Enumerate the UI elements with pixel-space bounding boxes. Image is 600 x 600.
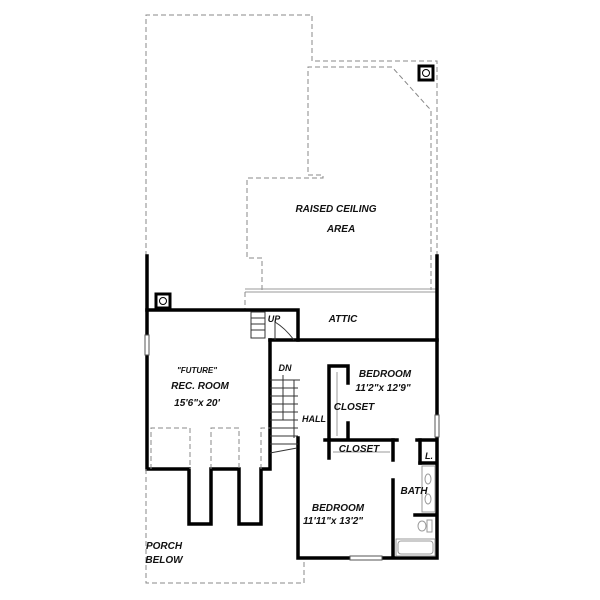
linen-label: L. [425,451,433,461]
rec-room-size: 15'6"x 20' [174,398,220,409]
rec-room-label: REC. ROOM [171,381,229,392]
bedroom2-size: 11'11"x 13'2" [303,516,363,527]
closet2-label: CLOSET [339,444,380,455]
window [144,334,440,561]
bedroom1-label: BEDROOM [359,369,412,380]
closet1-label: CLOSET [334,402,375,413]
roof-outline [145,14,438,290]
porch-outline [145,427,305,584]
raised-ceiling-area-label: AREA [326,224,355,235]
dn-label: DN [279,363,292,373]
toilet-icon [417,519,433,533]
stairs-down[interactable] [269,375,300,454]
chimney-icon [417,64,435,82]
vanity-icon [421,465,436,513]
bathtub-icon [395,538,436,557]
stairs-up[interactable] [250,311,295,341]
bath-label: BATH [400,486,428,497]
porch-label: PORCH [146,541,183,552]
future-label: "FUTURE" [177,366,217,375]
bedroom2-label: BEDROOM [312,503,365,514]
hall-label: HALL [302,414,326,424]
attic-label: ATTIC [328,314,358,325]
up-label: UP [268,314,281,324]
chimney-icon [154,292,172,310]
attic-boundary [244,288,436,310]
raised-ceiling-label: RAISED CEILING [295,204,376,215]
porch-below-label: BELOW [145,555,184,566]
bedroom1-size: 11'2"x 12'9" [355,383,410,394]
